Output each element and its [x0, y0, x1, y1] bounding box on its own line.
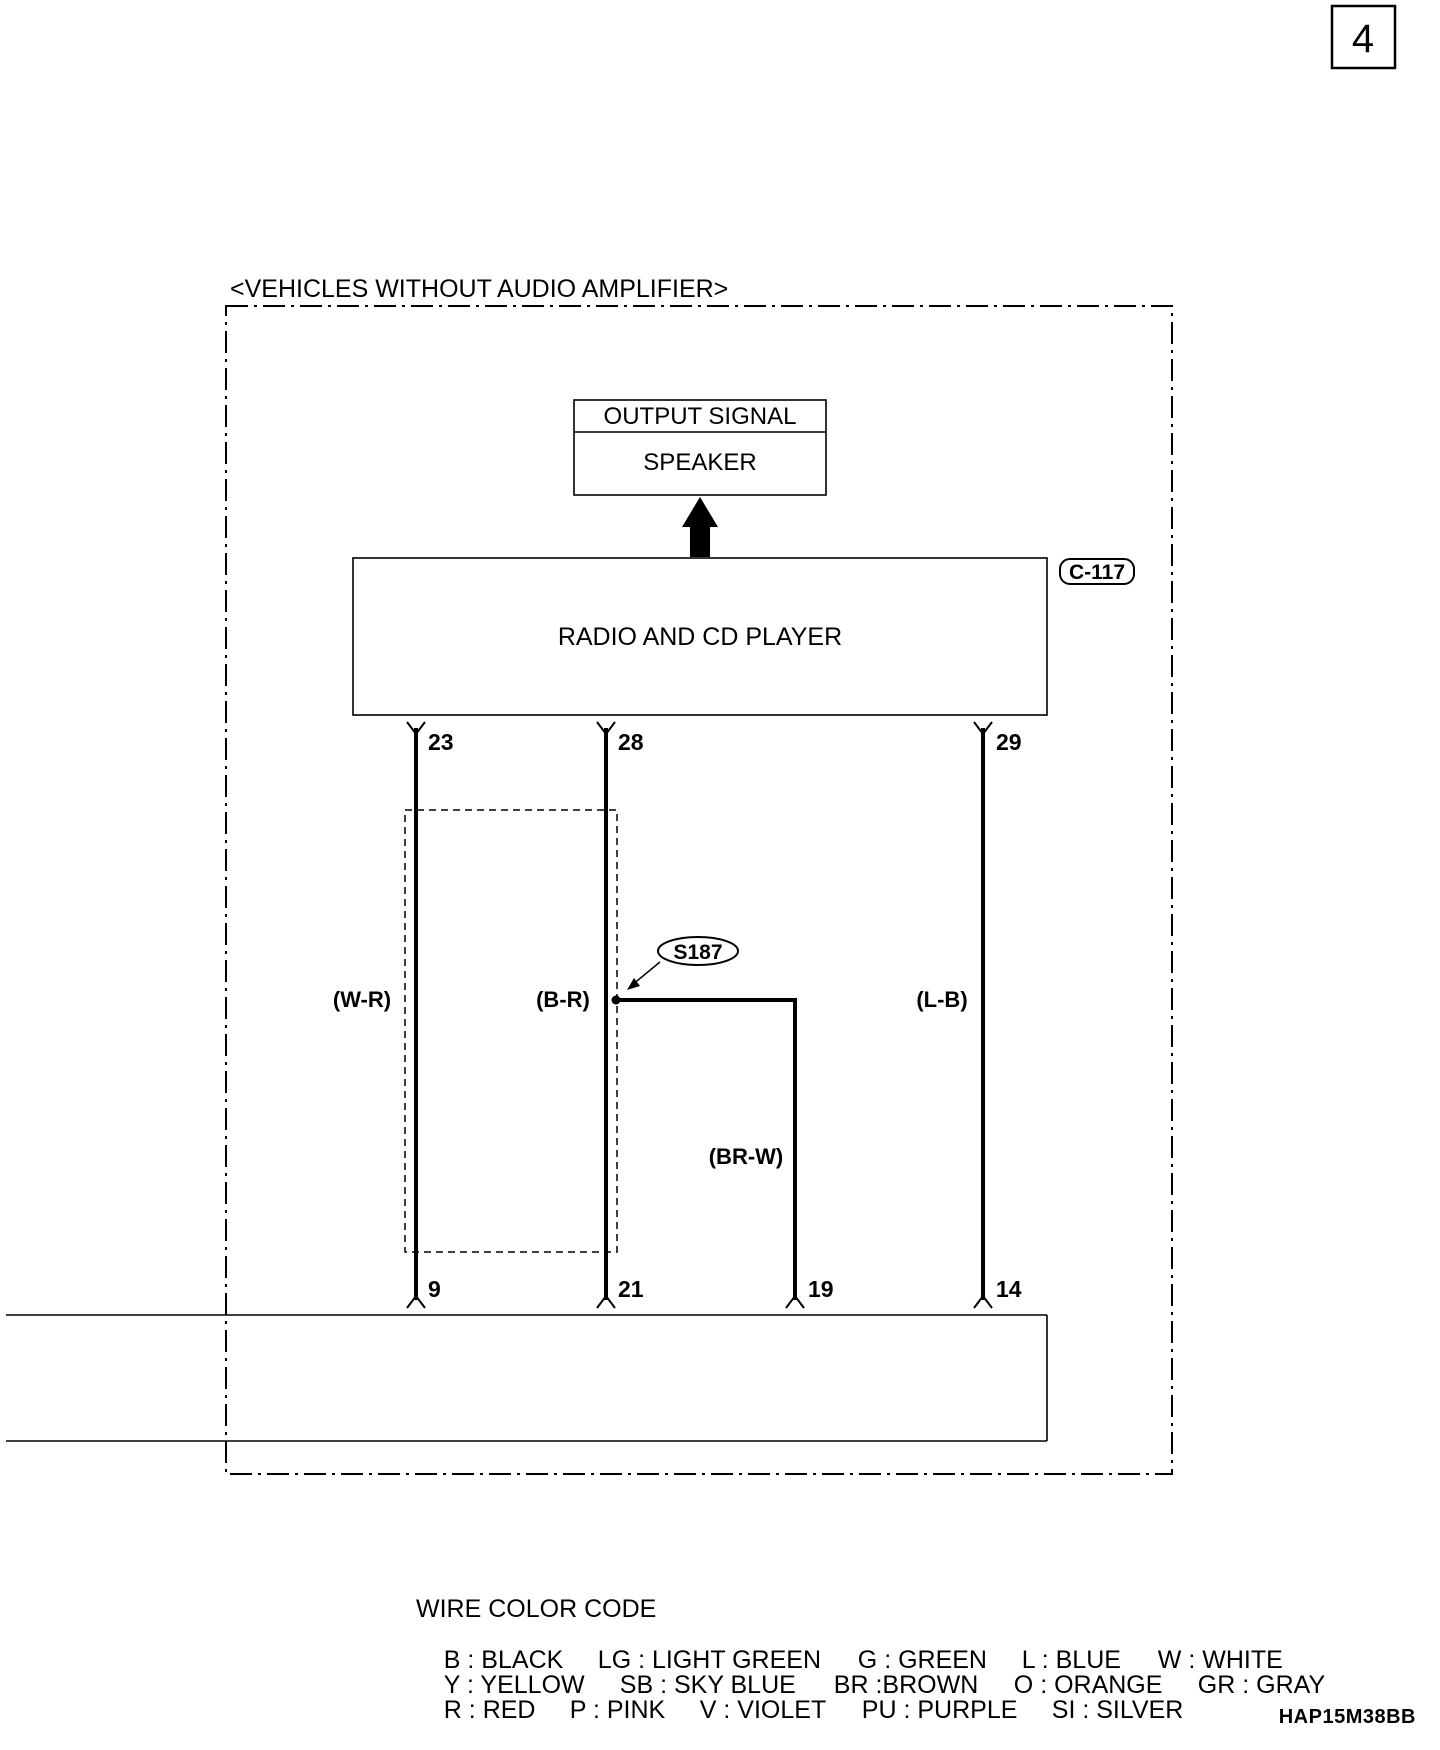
legend-entry: PU : PURPLE: [861, 1696, 1018, 1724]
legend-row: B : BLACK LG : LIGHT GREEN G : GREEN L : BL…: [416, 1621, 1376, 1673]
lower-connector-block: [6, 1314, 1048, 1442]
legend-entry: L : BLUE: [1021, 1646, 1121, 1674]
pin-bottom-21: 21: [618, 1276, 644, 1302]
diagram-reference-code: HAP15M38BB: [1278, 1706, 1416, 1728]
radio-cd-player-label: RADIO AND CD PLAYER: [558, 623, 842, 651]
fork-pin-9: [406, 1294, 426, 1309]
radio-cd-player-box: RADIO AND CD PLAYER: [352, 557, 1048, 716]
output-signal-body: SPEAKER: [643, 449, 756, 476]
splice-tag-label: S187: [673, 941, 722, 964]
wire-label-br-w: (BR-W): [709, 1144, 784, 1169]
pin-bottom-19: 19: [808, 1276, 834, 1302]
splice-tag-frame: [657, 936, 739, 966]
fork-pin-29: [973, 721, 993, 736]
output-arrow-head: [682, 497, 718, 527]
legend-entry: R : RED: [443, 1696, 536, 1724]
legend-entry: Y : YELLOW: [443, 1671, 585, 1699]
legend-entry: SB : SKY BLUE: [619, 1671, 796, 1699]
legend-entry: O : ORANGE: [1013, 1671, 1163, 1699]
page-number-frame: [1330, 4, 1397, 70]
splice-dot: [611, 995, 621, 1005]
splice-leader: [631, 961, 661, 986]
output-arrow-shaft: [690, 526, 710, 557]
wire-color-legend: WIRE COLOR CODE B : BLACK LG : LIGHT GREE…: [416, 1595, 1376, 1723]
wire-group: [414, 728, 985, 1300]
output-signal-header: OUTPUT SIGNAL: [604, 403, 797, 430]
pin-top-23: 23: [428, 729, 454, 755]
scope-frame: [225, 305, 1173, 1475]
legend-entry: BR :BROWN: [833, 1671, 979, 1699]
legend-title: WIRE COLOR CODE: [416, 1595, 657, 1623]
top-connector-forks: [406, 721, 993, 736]
wire-label-l-b: (L-B): [916, 987, 967, 1012]
legend-entry: LG : LIGHT GREEN: [597, 1646, 822, 1674]
page-number: 4: [1352, 17, 1374, 61]
legend-entry: P : PINK: [569, 1696, 666, 1724]
wire-label-b-r: (B-R): [536, 987, 590, 1012]
page-number-box: 4: [1330, 4, 1397, 70]
connector-tag-label: C-117: [1069, 561, 1125, 584]
output-arrow: [682, 497, 718, 557]
scope-label: <VEHICLES WITHOUT AUDIO AMPLIFIER>: [230, 275, 728, 303]
splice-s187: S187: [611, 936, 739, 1005]
legend-entry: SI : SILVER: [1051, 1696, 1184, 1724]
wire-br-w: [616, 998, 797, 1300]
legend-row: Y : YELLOW SB : SKY BLUE BR :BROWN O : ORAN…: [416, 1646, 1376, 1698]
connector-tag-frame: [1059, 558, 1135, 585]
legend-row: R : RED P : PINK V : VIOLET PU : PURPLE SI :…: [416, 1671, 1376, 1723]
output-signal-box: OUTPUT SIGNAL SPEAKER: [573, 399, 827, 496]
fork-pin-19: [785, 1294, 805, 1309]
fork-pin-23: [406, 721, 426, 736]
pin-top-29: 29: [996, 729, 1022, 755]
shield-outline: [404, 809, 618, 1253]
legend-entry: W : WHITE: [1157, 1646, 1283, 1674]
pin-bottom-9: 9: [428, 1276, 441, 1302]
splice-leader-arrow: [627, 978, 640, 990]
bottom-connector-forks: [406, 1294, 993, 1309]
legend-entry: GR : GRAY: [1197, 1671, 1326, 1699]
pin-bottom-14: 14: [996, 1276, 1022, 1302]
legend-entry: V : VIOLET: [699, 1696, 827, 1724]
radio-cd-player-frame: [352, 557, 1048, 716]
fork-pin-28: [596, 721, 616, 736]
pin-top-28: 28: [618, 729, 644, 755]
fork-pin-21: [596, 1294, 616, 1309]
connector-tag: C-117: [1059, 558, 1135, 585]
wire-label-w-r: (W-R): [333, 987, 391, 1012]
legend-entry: B : BLACK: [443, 1646, 564, 1674]
fork-pin-14: [973, 1294, 993, 1309]
legend-entry: G : GREEN: [857, 1646, 987, 1674]
output-signal-frame: [573, 399, 827, 496]
